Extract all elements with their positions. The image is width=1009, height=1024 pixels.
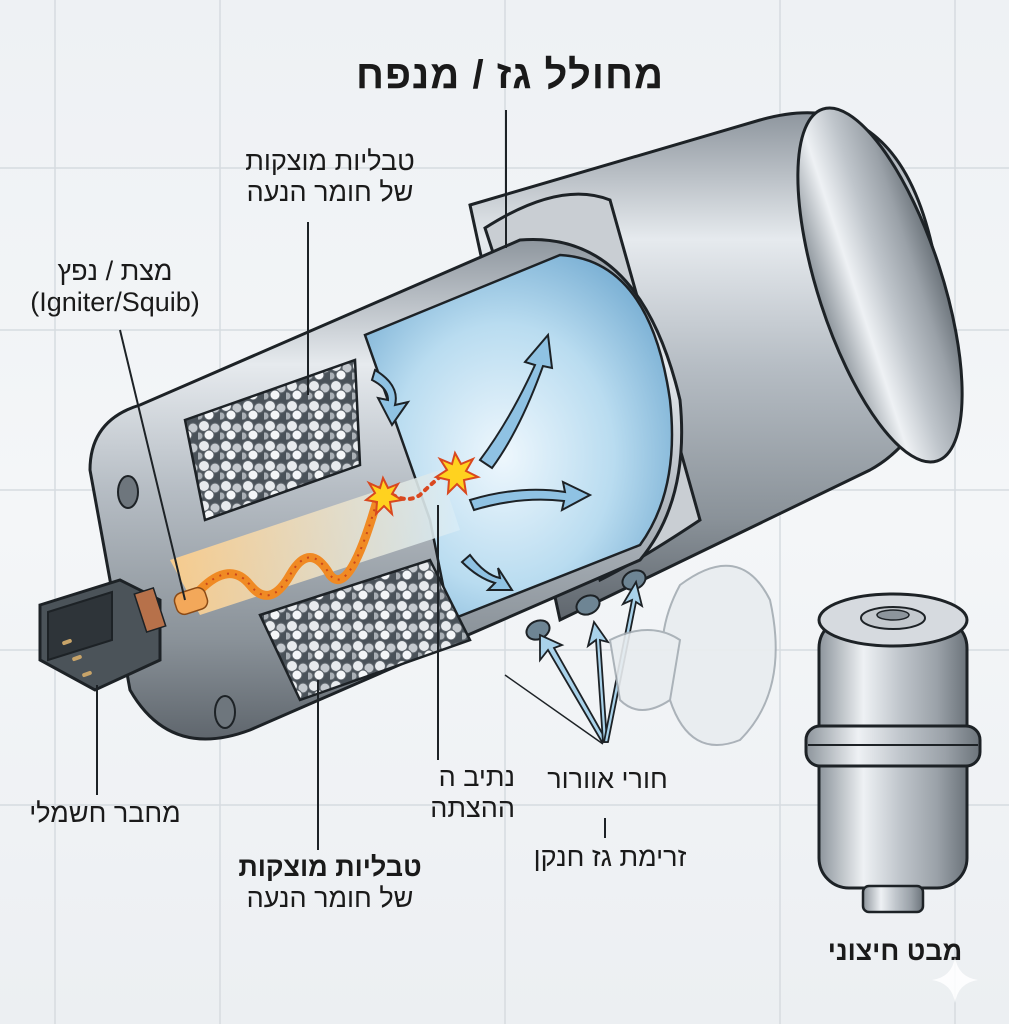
label-ignition-path: נתיב ה ההצתה — [395, 762, 515, 824]
label-vent-holes: חורי אוורור — [547, 764, 668, 794]
label-external-view: מבט חיצוני — [827, 936, 963, 966]
label-electrical-connector: מחבר חשמלי — [29, 798, 181, 828]
external-view-canister — [804, 592, 982, 914]
vent-holes — [525, 569, 647, 641]
electrical-connector — [38, 578, 209, 692]
label-igniter-line1: מצת / נפץ — [57, 256, 173, 286]
label-igniter: מצת / נפץ (Igniter/Squib) — [0, 256, 230, 318]
label-propellant-top-line2: של חומר הנעה — [246, 177, 414, 208]
label-propellant-bottom-line1: טבליות מוצקות — [238, 852, 422, 882]
gas-flow-arrows — [370, 332, 593, 591]
label-ignition-path-line2: ההצתה — [430, 793, 515, 824]
label-ignition-path-line1: נתיב ה — [438, 762, 515, 792]
label-propellant-top: טבליות מוצקות של חומר הנעה — [200, 146, 460, 208]
sparkle-watermark-icon — [932, 957, 978, 1003]
airbag-outline — [608, 564, 777, 746]
label-propellant-top-line1: טבליות מוצקות — [245, 146, 415, 176]
label-gas-flow: זרימת גז חנקן — [533, 842, 687, 872]
label-propellant-bottom-line2: של חומר הנעה — [246, 883, 414, 914]
diagram-title: מחולל גז / מנפח — [355, 53, 665, 97]
spark-icon — [363, 450, 481, 517]
label-propellant-bottom: טבליות מוצקות של חומר הנעה — [205, 852, 455, 914]
label-igniter-line2: (Igniter/Squib) — [30, 287, 200, 318]
leader-lines — [96, 110, 606, 850]
